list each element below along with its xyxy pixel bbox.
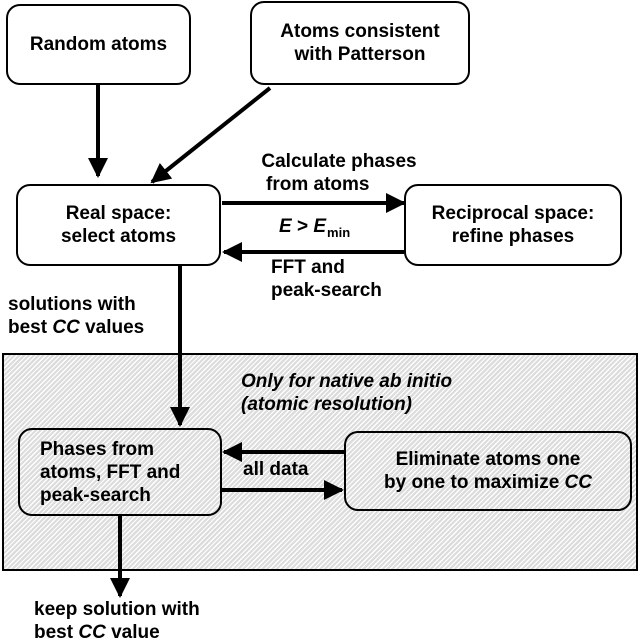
keep-solution-label: keep solution with best CC value: [34, 598, 200, 643]
emin-label: E > Emin: [279, 215, 351, 240]
only-native-line-2: (atomic resolution): [241, 394, 413, 415]
keep-cc: CC: [78, 622, 106, 643]
all-data-text: all data: [243, 459, 309, 480]
reciprocal-space-box: Reciprocal space: refine phases: [404, 184, 622, 266]
eliminate-cc: CC: [564, 472, 592, 493]
arrow-patterson-to-real: [150, 86, 272, 184]
phases-line-3: peak-search: [40, 484, 151, 506]
calculate-phases-line-2: from atoms: [266, 174, 370, 195]
random-atoms-box: Random atoms: [6, 4, 191, 85]
patterson-box: Atoms consistent with Patterson: [250, 1, 470, 85]
solutions-line-1: solutions with: [8, 294, 136, 315]
solutions-cc: CC: [52, 317, 80, 338]
real-space-line-2: select atoms: [60, 226, 177, 247]
emin-e: E: [279, 216, 292, 237]
random-atoms-label: Random atoms: [29, 34, 168, 55]
keep-best: best: [34, 622, 79, 643]
eliminate-line-2: by one to maximize CC: [384, 471, 592, 494]
calculate-phases-line-1: Calculate phases: [261, 151, 417, 172]
all-data-label: all data: [243, 458, 308, 481]
emin-e2: E: [313, 216, 327, 237]
reciprocal-space-line-1: Reciprocal space:: [431, 203, 595, 224]
keep-solution-line-2: best CC value: [34, 621, 200, 643]
solutions-line-2: best CC values: [8, 316, 144, 339]
reciprocal-space-line-2: refine phases: [451, 226, 575, 247]
real-space-box: Real space: select atoms: [16, 184, 221, 266]
fft-peak-line-2: peak-search: [271, 280, 382, 301]
keep-value: value: [105, 622, 160, 643]
phases-from-atoms-box: Phases from atoms, FFT and peak-search: [18, 428, 222, 516]
native-ab-initio-region: [2, 353, 638, 571]
eliminate-prefix: by one to maximize: [384, 472, 565, 493]
patterson-line-2: with Patterson: [294, 44, 426, 65]
fft-peak-label: FFT and peak-search: [271, 256, 382, 302]
solutions-best: best: [8, 317, 53, 338]
phases-line-2: atoms, FFT and: [40, 461, 181, 483]
solutions-values: values: [79, 317, 145, 338]
only-native-line-1: Only for native ab initio: [241, 371, 453, 392]
solutions-label: solutions with best CC values: [8, 293, 144, 339]
keep-solution-line-1: keep solution with: [34, 599, 200, 620]
patterson-line-1: Atoms consistent: [280, 21, 440, 42]
eliminate-atoms-box: Eliminate atoms one by one to maximize C…: [344, 431, 632, 511]
only-native-label: Only for native ab initio (atomic resolu…: [241, 370, 452, 416]
emin-sub: min: [327, 225, 351, 240]
phases-line-1: Phases from: [40, 438, 155, 460]
eliminate-line-1: Eliminate atoms one: [395, 449, 581, 470]
fft-peak-line-1: FFT and: [271, 257, 345, 278]
emin-gt: >: [291, 216, 314, 237]
calculate-phases-label: Calculate phases from atoms: [246, 150, 432, 196]
real-space-line-1: Real space:: [65, 203, 172, 224]
